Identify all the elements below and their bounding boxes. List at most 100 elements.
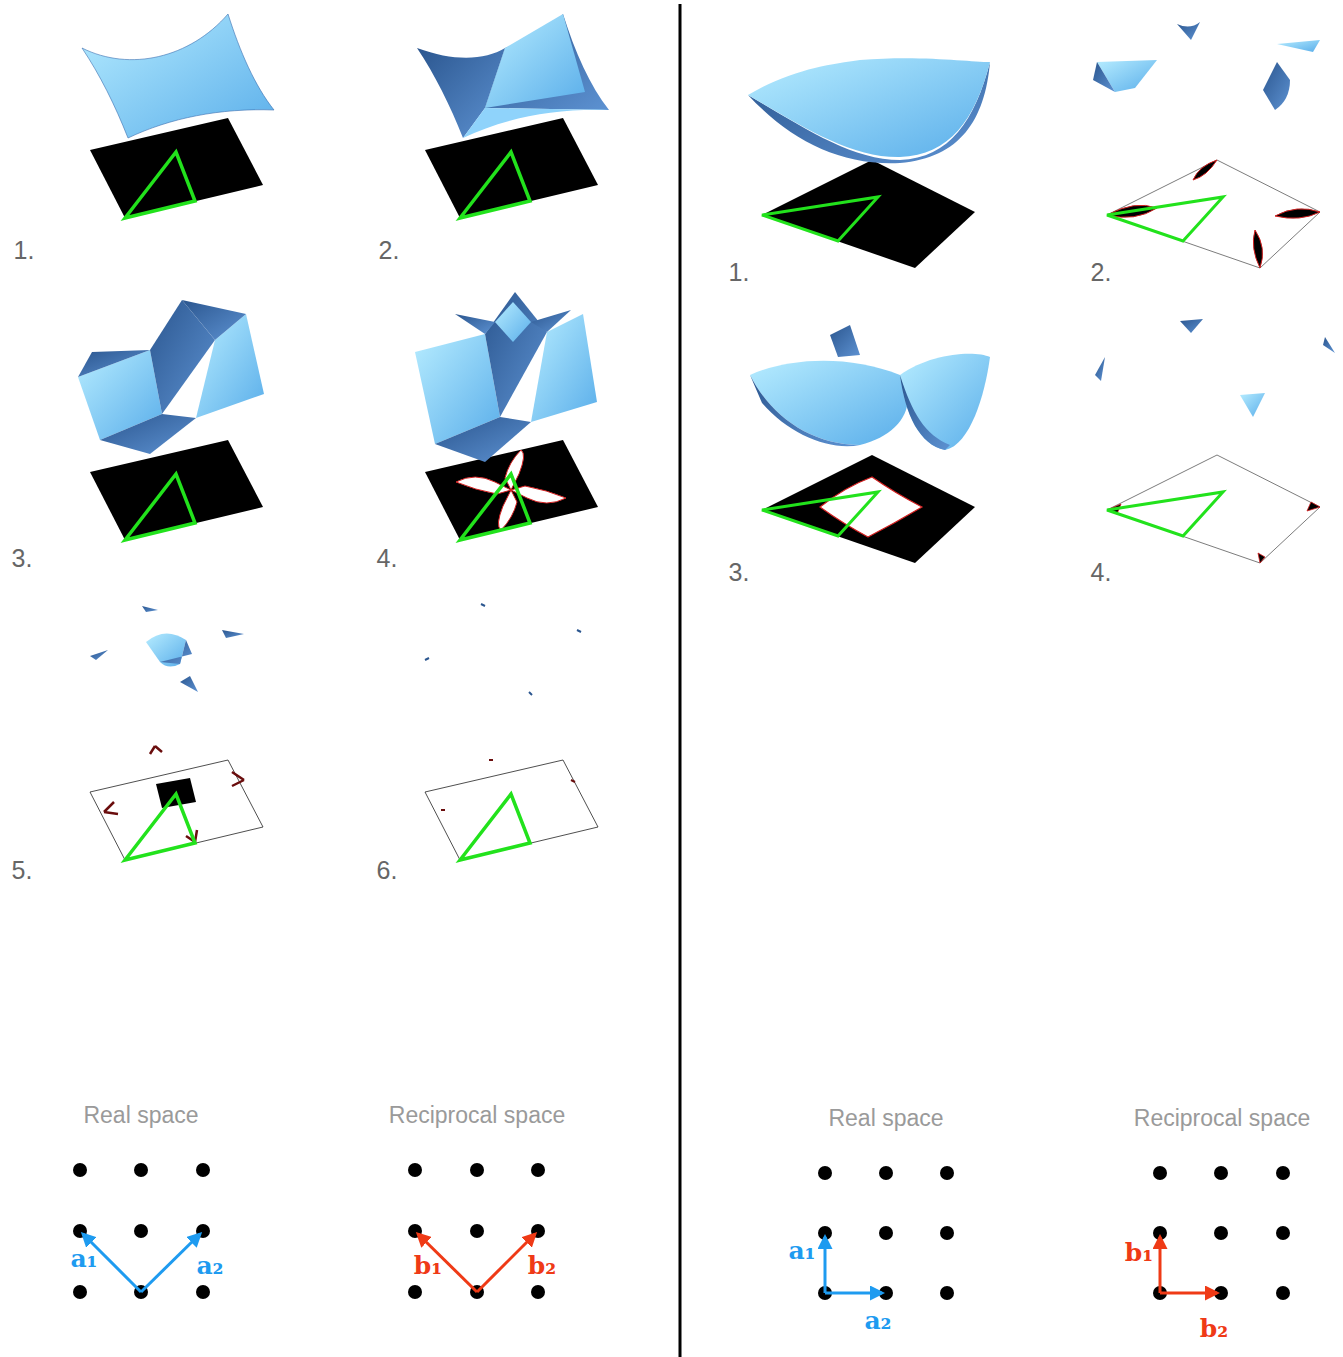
illustration-path bbox=[577, 630, 581, 632]
illustration-circle bbox=[408, 1285, 422, 1299]
panel-number: 2. bbox=[379, 238, 400, 263]
space-caption: Real space bbox=[828, 1107, 943, 1130]
illustration-path bbox=[180, 676, 198, 692]
vector-label: b₁ bbox=[1125, 1240, 1153, 1265]
illustration-circle bbox=[196, 1163, 210, 1177]
illustration-path bbox=[1097, 60, 1157, 92]
illustration-path bbox=[82, 14, 274, 138]
illustration-g bbox=[78, 300, 264, 540]
illustration-path bbox=[1240, 393, 1265, 417]
illustration-path bbox=[1323, 337, 1335, 353]
illustration-polygon bbox=[460, 794, 530, 860]
illustration-polygon bbox=[762, 492, 878, 536]
illustration-path bbox=[196, 314, 264, 418]
illustration-polygon bbox=[460, 152, 530, 218]
illustration-polygon bbox=[125, 474, 195, 540]
illustration-polygon bbox=[1107, 160, 1320, 268]
illustration-polygon bbox=[1107, 197, 1223, 241]
illustration-circle bbox=[879, 1226, 893, 1240]
illustration-path bbox=[425, 658, 429, 660]
illustration-path bbox=[1253, 230, 1262, 268]
illustration-path bbox=[1177, 22, 1200, 40]
illustration-path bbox=[1258, 553, 1265, 563]
illustration-path bbox=[900, 375, 950, 450]
illustration-path bbox=[150, 746, 162, 754]
illustration-line bbox=[477, 1234, 535, 1292]
illustration-circle bbox=[818, 1166, 832, 1180]
panel-number: 4. bbox=[1091, 560, 1112, 585]
illustration-path bbox=[531, 310, 571, 332]
illustration-polygon bbox=[1107, 455, 1320, 563]
illustration-g bbox=[82, 14, 274, 218]
vector-label: b₂ bbox=[528, 1253, 556, 1278]
illustration-circle bbox=[408, 1163, 422, 1177]
illustration-path bbox=[750, 361, 908, 445]
illustration-g bbox=[750, 325, 990, 563]
illustration-g bbox=[73, 1163, 1290, 1300]
illustration-path bbox=[529, 692, 532, 695]
illustration-polygon bbox=[425, 440, 598, 540]
illustration-polygon bbox=[90, 440, 263, 540]
illustration-path bbox=[435, 417, 531, 462]
illustration-line bbox=[1159, 1237, 1162, 1293]
illustration-path bbox=[142, 606, 158, 612]
illustration-circle bbox=[73, 1285, 87, 1299]
illustration-circle bbox=[73, 1163, 87, 1177]
illustration-g bbox=[1095, 319, 1335, 563]
illustration-path bbox=[232, 772, 244, 786]
illustration-path bbox=[830, 325, 860, 357]
illustration-polygon bbox=[125, 152, 195, 218]
panel-number: 1. bbox=[14, 238, 35, 263]
illustration-line bbox=[825, 1292, 882, 1295]
illustration-polygon bbox=[762, 455, 975, 563]
illustration-circle bbox=[940, 1166, 954, 1180]
illustration-circle bbox=[1276, 1166, 1290, 1180]
illustration-path bbox=[1307, 502, 1320, 511]
illustration-path bbox=[748, 58, 990, 157]
illustration-g bbox=[417, 14, 609, 218]
illustration-g bbox=[1093, 22, 1320, 268]
vector-label: b₁ bbox=[414, 1253, 442, 1278]
illustration-g bbox=[415, 292, 598, 540]
illustration-circle bbox=[134, 1163, 148, 1177]
illustration-path bbox=[485, 14, 585, 108]
illustration-circle bbox=[1276, 1286, 1290, 1300]
illustration-line bbox=[141, 1234, 200, 1292]
illustration-polygon bbox=[90, 760, 263, 860]
panel-number: 5. bbox=[12, 858, 33, 883]
illustration-circle bbox=[879, 1166, 893, 1180]
illustration-polygon bbox=[125, 794, 195, 860]
illustration-circle bbox=[940, 1286, 954, 1300]
illustration-path bbox=[1193, 160, 1217, 180]
illustration-circle bbox=[1153, 1166, 1167, 1180]
illustration-path bbox=[1275, 209, 1320, 218]
illustration-path bbox=[90, 650, 108, 660]
illustration-polygon bbox=[90, 118, 263, 218]
illustration-circle bbox=[1214, 1166, 1228, 1180]
illustration-line bbox=[824, 1237, 827, 1293]
illustration-path bbox=[481, 604, 485, 606]
panel-number: 3. bbox=[729, 560, 750, 585]
illustration-polygon bbox=[762, 197, 878, 241]
panel-number: 4. bbox=[377, 546, 398, 571]
vector-label: a₂ bbox=[196, 1253, 223, 1278]
illustration-path bbox=[222, 630, 244, 638]
illustration-path bbox=[182, 300, 246, 340]
vector-label: b₂ bbox=[1200, 1316, 1228, 1341]
illustration-path bbox=[489, 759, 493, 761]
space-caption: Reciprocal space bbox=[1134, 1107, 1310, 1130]
illustration-circle bbox=[940, 1226, 954, 1240]
illustration-g bbox=[90, 606, 263, 860]
illustration-path bbox=[750, 375, 860, 446]
illustration-g bbox=[83, 1234, 1217, 1293]
illustration-path bbox=[485, 14, 609, 110]
illustration-circle bbox=[531, 1285, 545, 1299]
illustration-path bbox=[1277, 40, 1320, 52]
illustration-path bbox=[571, 780, 575, 782]
illustration-circle bbox=[531, 1163, 545, 1177]
vector-label: a₁ bbox=[788, 1238, 815, 1263]
illustration-circle bbox=[196, 1285, 210, 1299]
illustration-g bbox=[425, 604, 598, 860]
